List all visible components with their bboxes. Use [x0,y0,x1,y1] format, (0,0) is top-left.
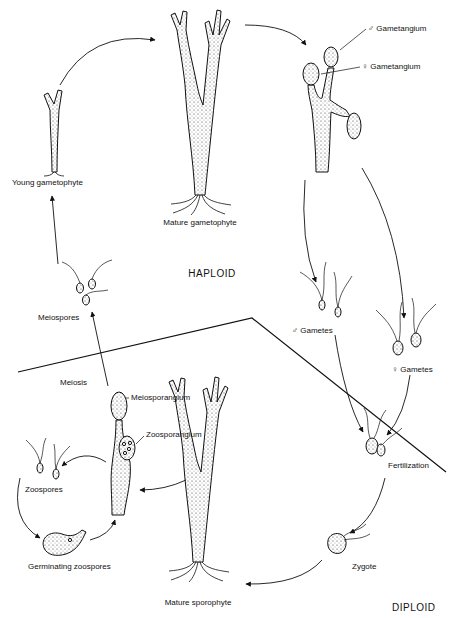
stage-label: ♀ Gametangium [362,62,420,72]
phase-label: DIPLOID [392,602,436,614]
stage-label: Mature gametophyte [163,218,236,228]
meiospores [62,260,112,305]
stage-label: ♀ Gametes [392,365,433,375]
germinating-zoospores [43,530,86,555]
zoospores [26,438,70,479]
gametangia [303,29,366,172]
stage-label: Zoospores [25,485,63,495]
phase-label: HAPLOID [188,268,235,280]
stage-label: Young gametophyte [12,178,83,188]
zygote-cell [328,524,370,553]
stage-label: Fertilization [388,461,429,471]
sporangia [111,392,144,515]
stage-label: Zygote [352,562,376,572]
male-gametes [300,262,352,317]
mature-sporophyte [169,377,229,582]
stage-label: Mature sporophyte [165,598,232,608]
stage-label: ♂ Gametangium [368,24,426,34]
stage-label: Meiosporangium [131,393,190,403]
female-gametes [376,298,436,355]
divider-line [18,318,446,472]
leader-line [321,29,366,74]
stage-label: Meiospores [38,313,79,323]
stage-label: Zoosporangium [146,430,202,440]
young-gametophyte [44,90,64,176]
mature-gametophyte [171,10,231,215]
leader-line [126,398,144,444]
stage-label: ♂ Gametes [292,326,333,336]
stage-label: Meiosis [60,378,87,388]
stage-label: Germinating zoospores [28,562,111,572]
fertilization-cells [364,408,402,456]
cycle-arrows [18,25,411,584]
